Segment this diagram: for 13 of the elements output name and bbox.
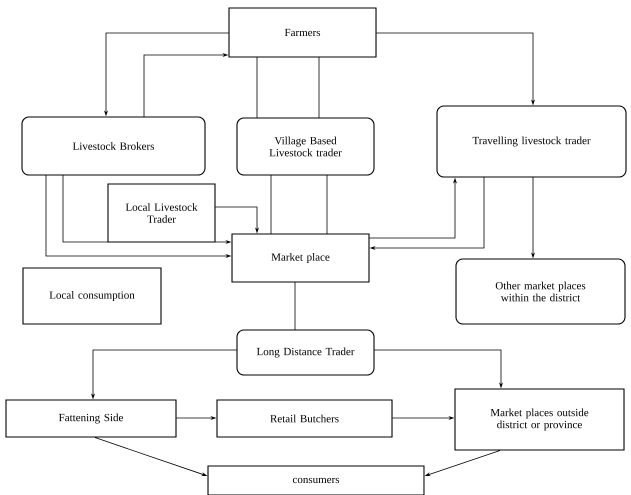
rounded-box: Other market places within the district <box>455 258 626 325</box>
process-box: Retail Butchers <box>216 399 393 438</box>
process-box: Fattening Side <box>5 399 177 438</box>
rounded-box: Livestock Brokers <box>21 116 206 176</box>
rounded-box: Village Based Livestock trader <box>236 117 375 176</box>
rounded-box: Travelling livestock trader <box>436 105 627 178</box>
process-box: Market places outside district or province <box>454 388 625 451</box>
process-box: Local consumption <box>22 267 162 325</box>
process-box: consumers <box>207 465 425 495</box>
rounded-box: Long Distance Trader <box>236 329 375 376</box>
process-box: Farmers <box>228 7 377 58</box>
process-box: Market place <box>231 233 370 283</box>
process-box: Local Livestock Trader <box>107 183 216 243</box>
